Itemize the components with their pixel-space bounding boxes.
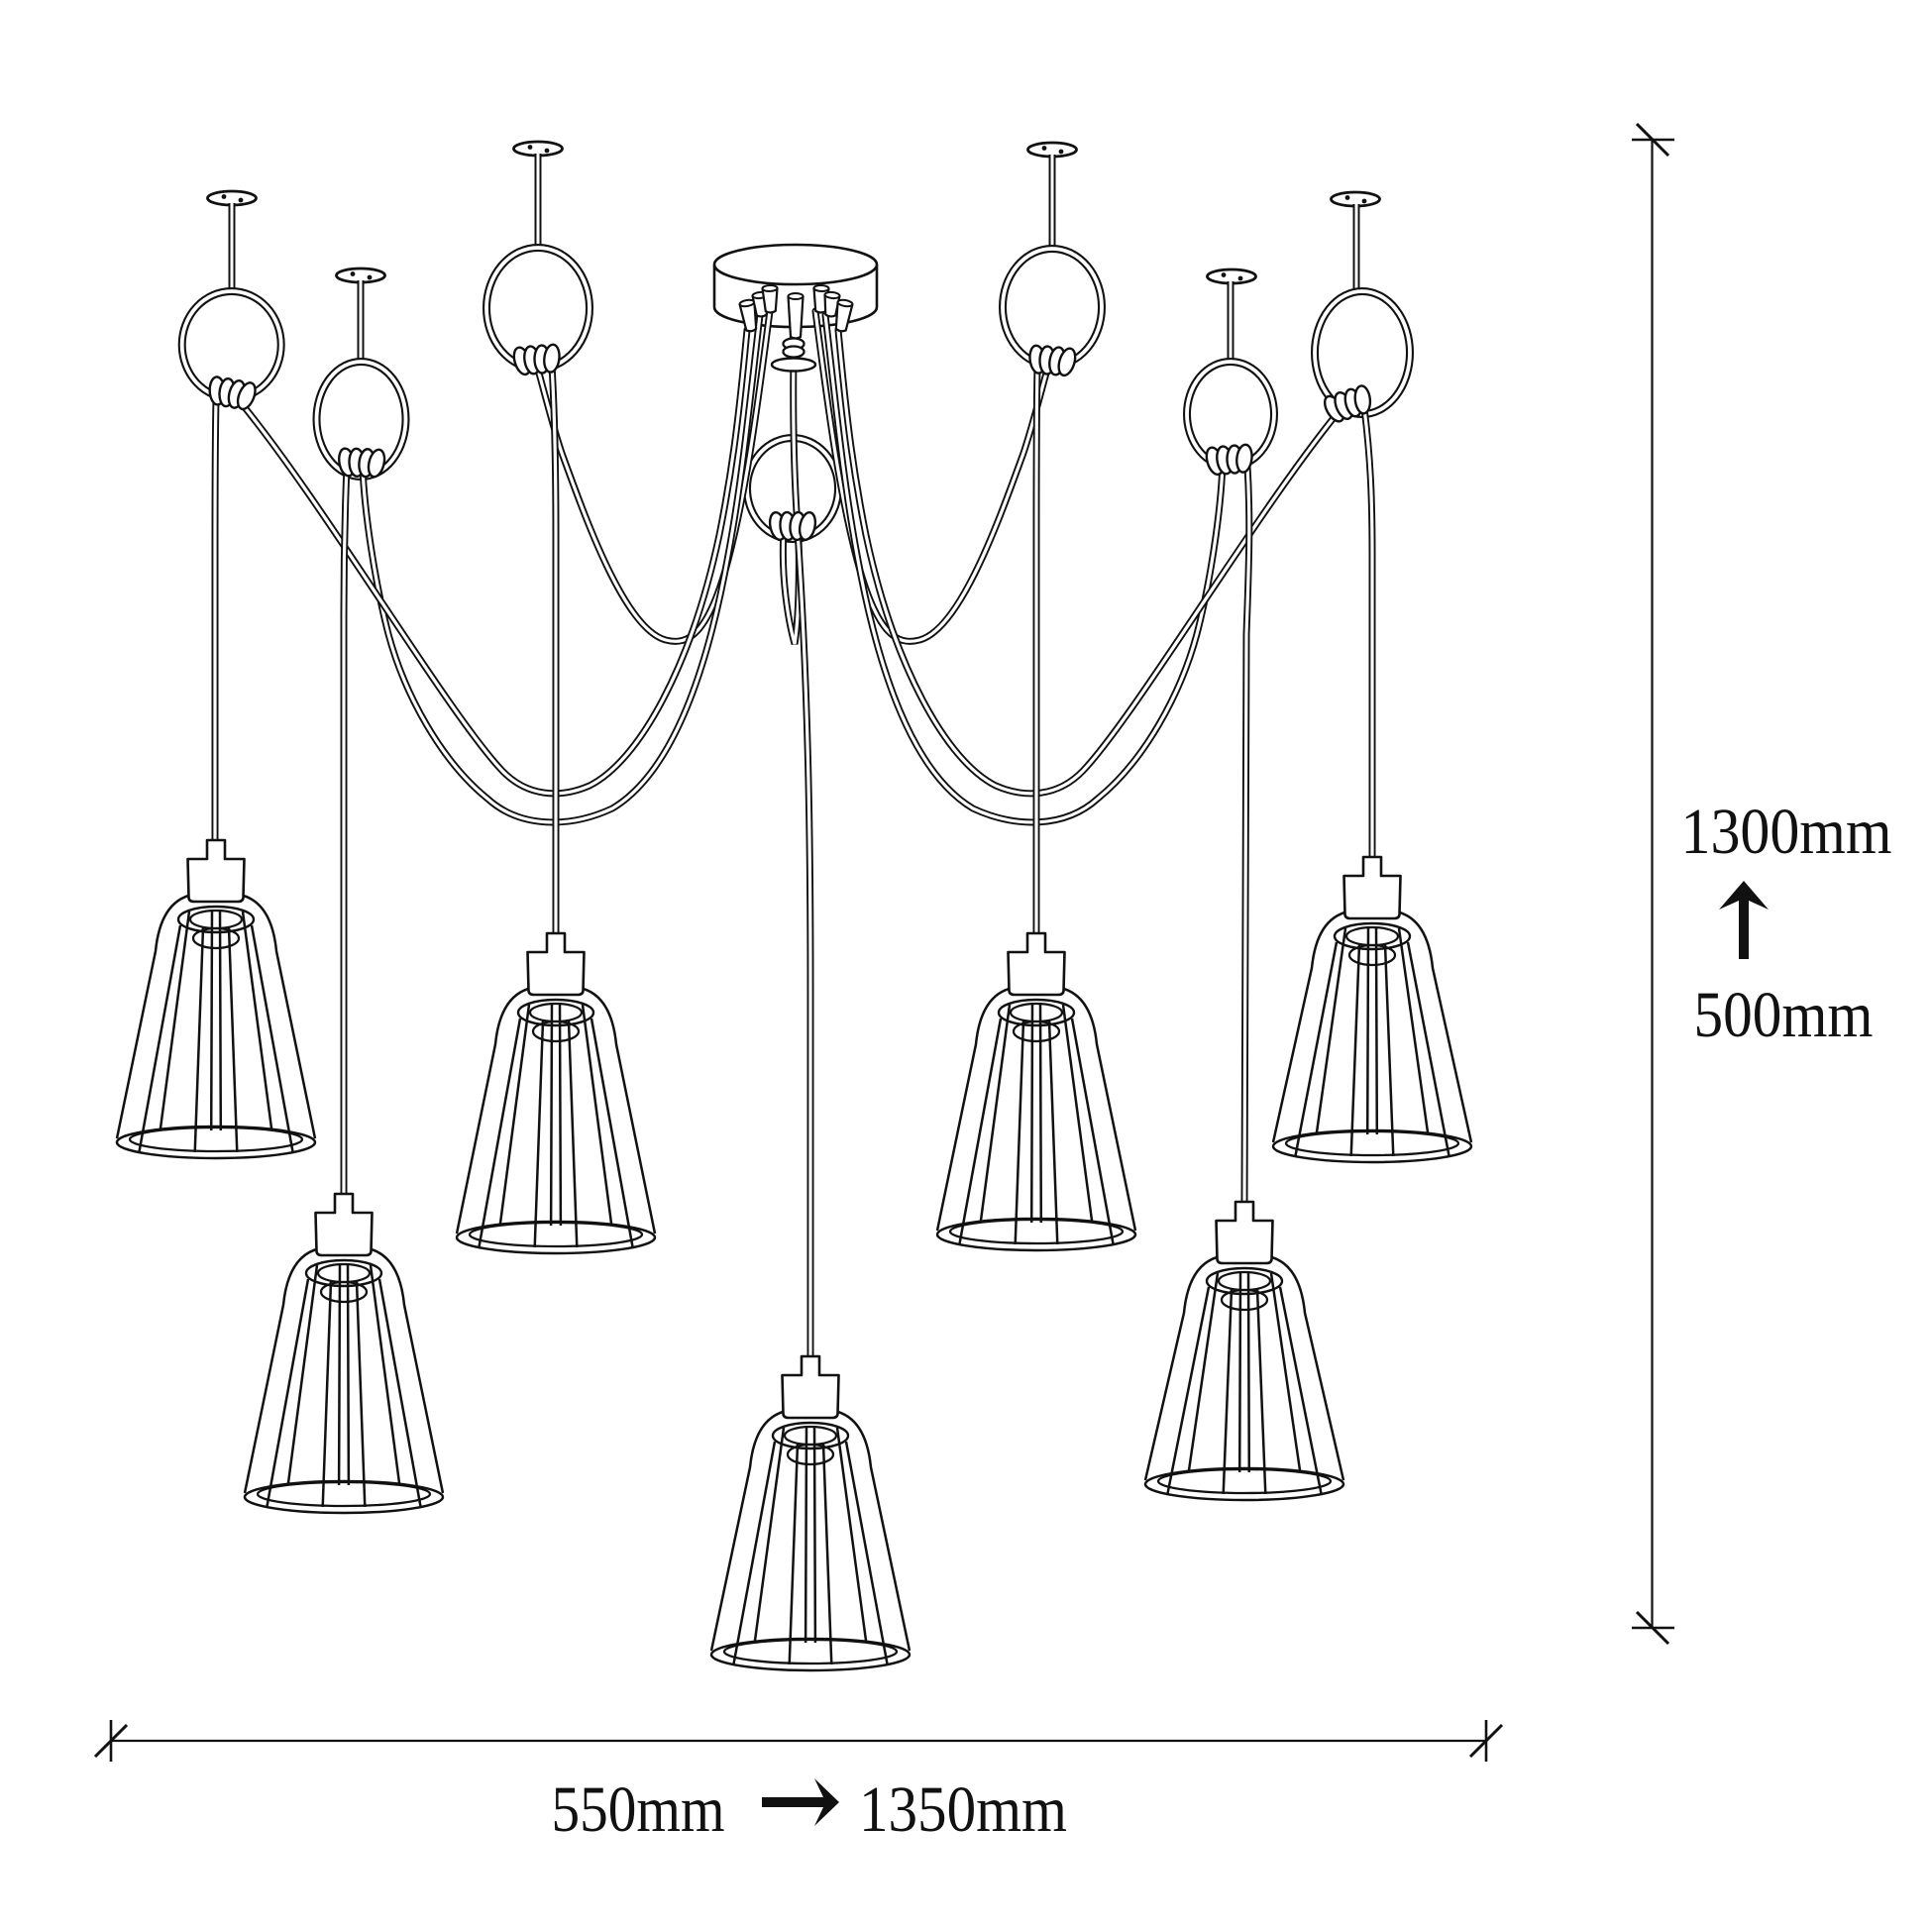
svg-text:1350mm: 1350mm [859, 1773, 1067, 1846]
svg-text:1300mm: 1300mm [1681, 796, 1892, 868]
svg-text:550mm: 550mm [552, 1773, 725, 1846]
svg-text:500mm: 500mm [1694, 979, 1874, 1051]
